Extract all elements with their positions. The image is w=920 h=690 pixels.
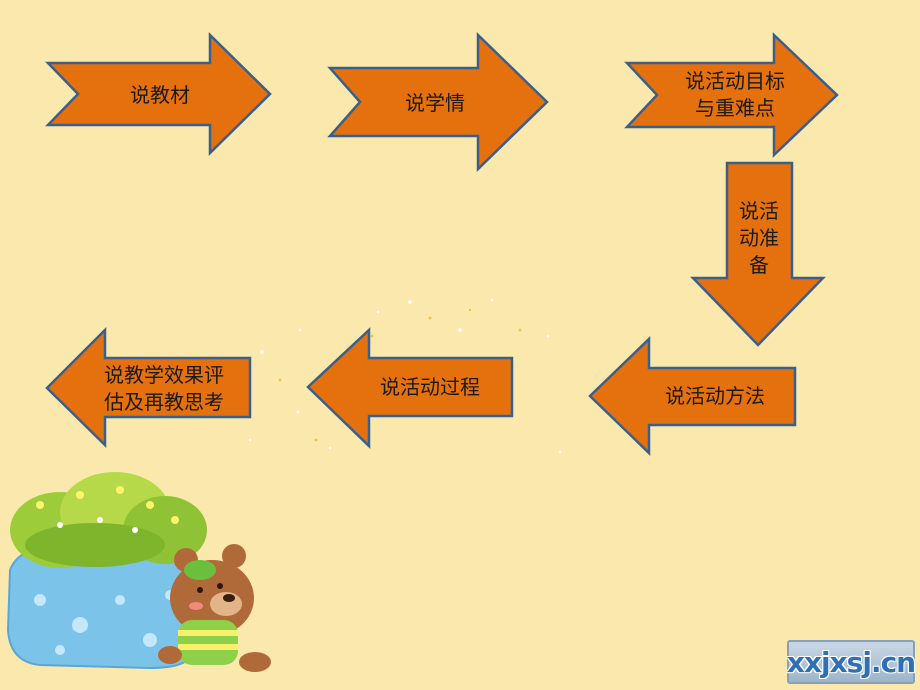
sparkle-decoration-gold [278,308,522,442]
bear-illustration [158,544,271,672]
arrow-activity-preparation [690,161,826,347]
arrow-activity-process [306,327,514,449]
sparkle-decoration [248,298,562,454]
label-learner-analysis: 说学情 [405,90,465,115]
label-teaching-material: 说教材 [130,82,190,107]
label-activity-preparation: 说活 动准 备 [739,198,779,277]
site-watermark: xxjxsj.cn [787,640,916,684]
flower-basket-illustration [6,472,207,670]
arrow-teaching-material [45,32,272,156]
arrow-activity-methods [588,336,797,456]
label-activity-goals: 说活动目标 与重难点 [685,69,785,120]
arrow-evaluation [45,326,252,448]
arrow-learner-analysis [327,32,549,172]
label-activity-methods: 说活动方法 [665,383,765,408]
arrow-activity-goals [624,32,839,158]
label-evaluation: 说教学效果评 估及再教思考 [104,363,224,414]
label-activity-process: 说活动过程 [380,374,480,399]
